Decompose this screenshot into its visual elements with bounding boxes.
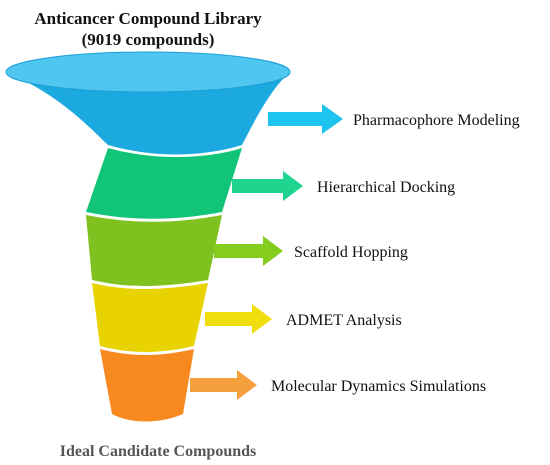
funnel-stage-molecular-dynamics-simulations	[100, 349, 194, 422]
arrow-icon-molecular-dynamics-simulations	[190, 370, 257, 400]
funnel-stage-pharmacophore-modeling	[6, 72, 290, 155]
funnel-stage-scaffold-hopping	[86, 215, 222, 286]
funnel-stage-hierarchical-docking	[86, 148, 242, 219]
stage-label-pharmacophore-modeling: Pharmacophore Modeling	[353, 112, 520, 129]
stage-label-scaffold-hopping: Scaffold Hopping	[294, 244, 408, 261]
title-line-1: Anticancer Compound Library	[34, 9, 262, 28]
arrow-icon-scaffold-hopping	[214, 236, 283, 266]
arrow-icon-admet-analysis	[205, 304, 272, 334]
funnel-stage-admet-analysis	[92, 283, 208, 352]
stage-label-hierarchical-docking: Hierarchical Docking	[317, 179, 455, 196]
stage-label-molecular-dynamics-simulations: Molecular Dynamics Simulations	[271, 378, 486, 395]
footer-label: Ideal Candidate Compounds	[60, 443, 257, 460]
arrow-icon-hierarchical-docking	[232, 171, 303, 201]
arrow-icon-pharmacophore-modeling	[268, 104, 343, 134]
funnel-rim	[5, 51, 291, 93]
stage-label-admet-analysis: ADMET Analysis	[286, 312, 402, 329]
title-line-2: (9019 compounds)	[82, 30, 215, 49]
